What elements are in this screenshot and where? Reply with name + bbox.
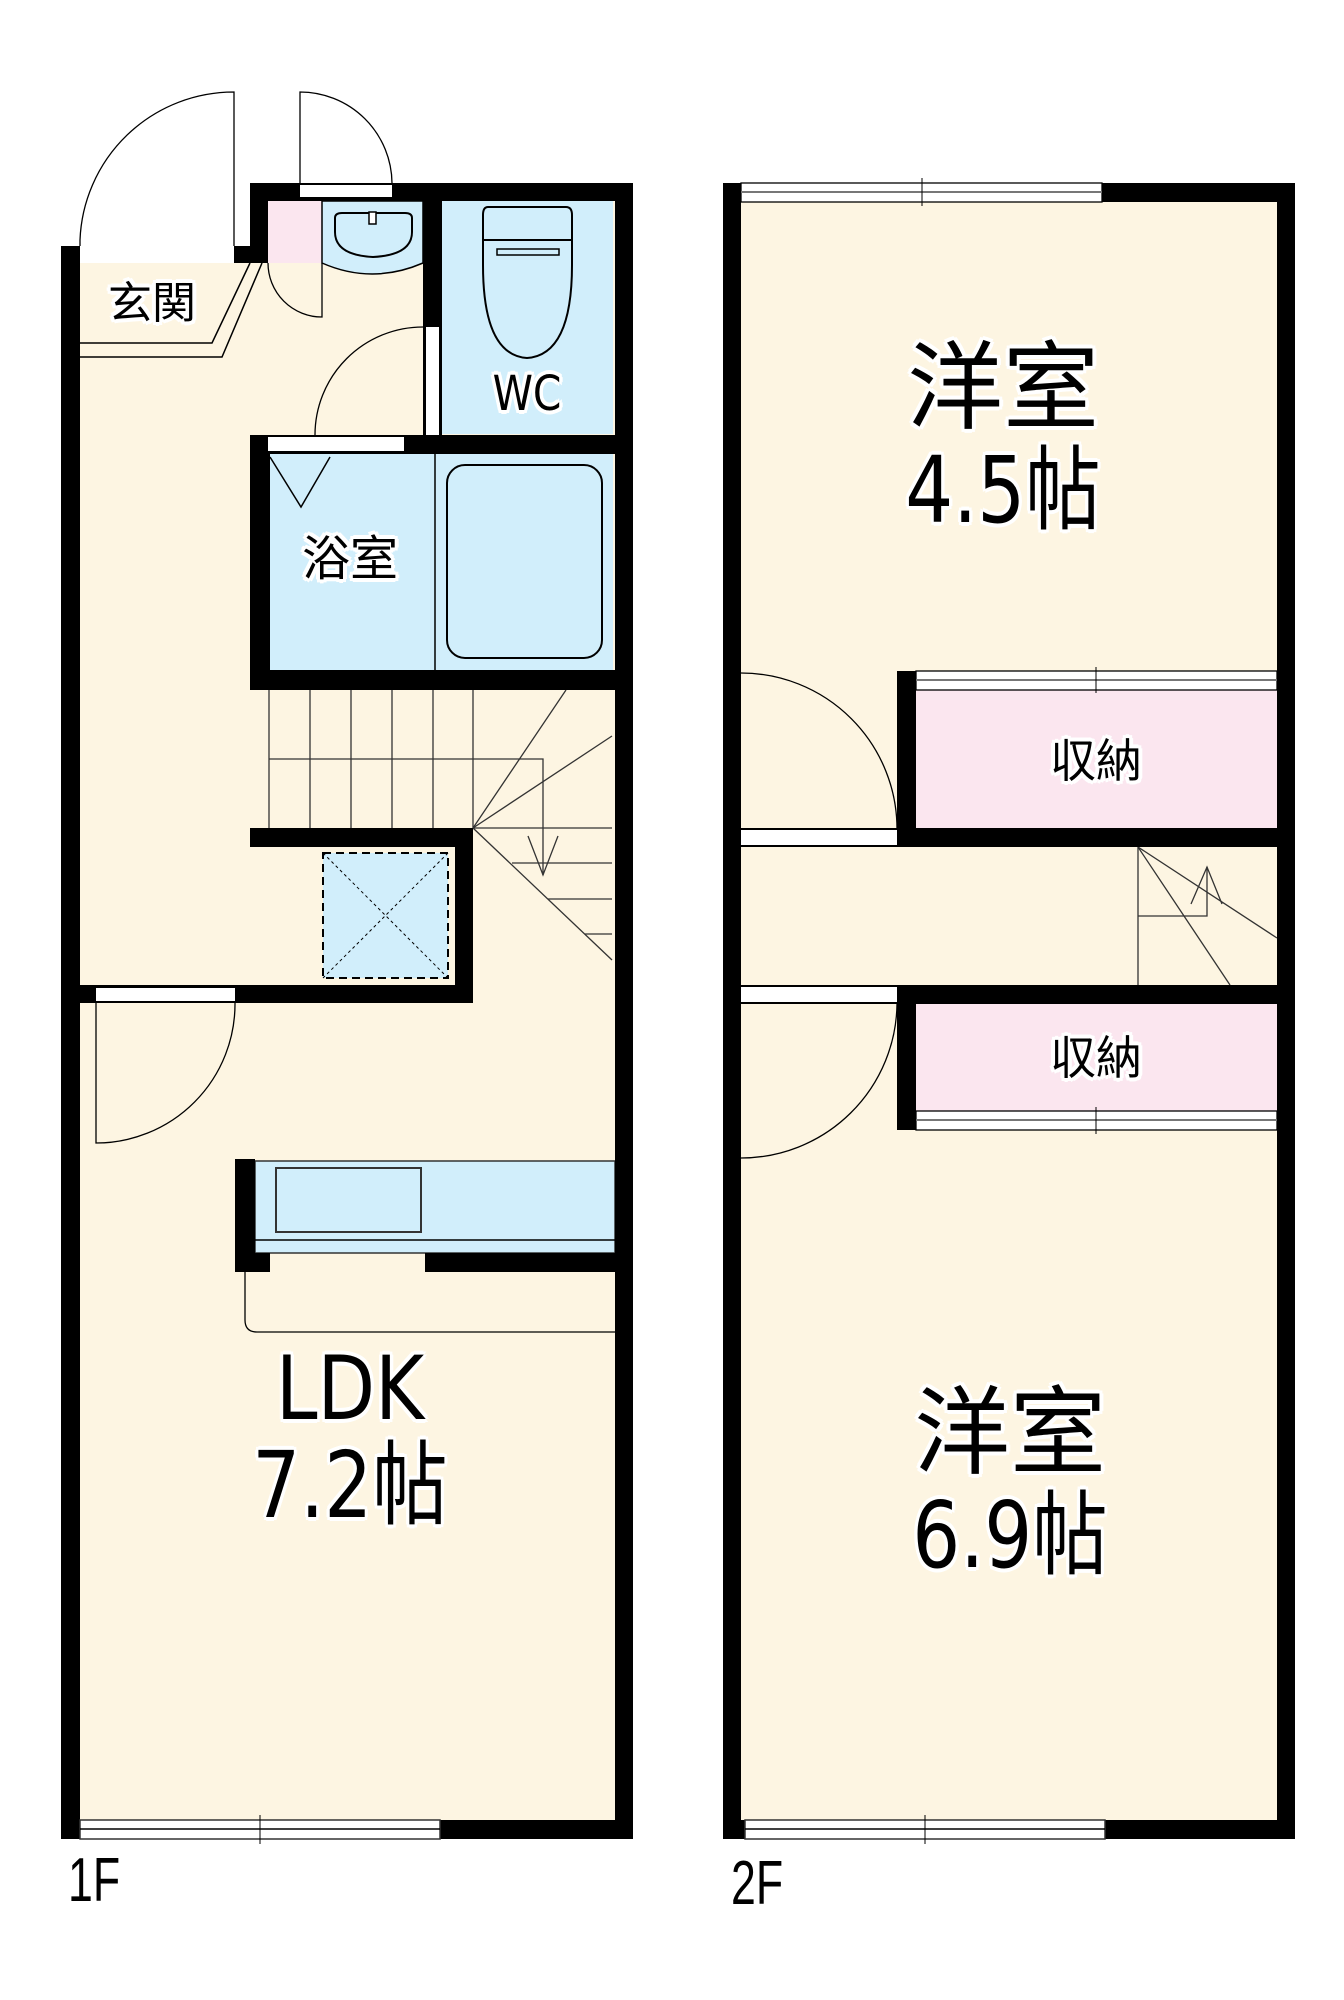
room-label-closet-2: 収納 (1050, 1031, 1142, 1085)
floor-label-2f: 2F (731, 1849, 784, 1918)
toilet-icon (482, 206, 573, 241)
room-label-western-2: 洋室 (914, 1377, 1106, 1489)
bathtub-icon (446, 464, 603, 659)
room1-door-icon (740, 672, 898, 830)
kitchen-floor-outline (244, 1272, 615, 1333)
wc-door-icon (314, 326, 424, 436)
floor-2f-plan (723, 178, 1295, 1844)
room2-door-icon (740, 1003, 898, 1159)
entrance-door-right-icon (299, 91, 393, 184)
wash-basin-icon (334, 212, 413, 259)
bath-door-fold-icon (269, 456, 331, 509)
closet-1-fill (916, 690, 1277, 828)
openings-1f (80, 185, 439, 1001)
toilet-tank-lid (496, 248, 560, 256)
floor-label-1f: 1F (68, 1846, 121, 1915)
window-2f-north (740, 178, 1103, 206)
window-2f-south (744, 1815, 1106, 1844)
room-label-closet-1: 収納 (1050, 734, 1142, 788)
ldk-door-icon (95, 1002, 236, 1144)
room-label-genkan: 玄関 (108, 278, 196, 329)
faucet-icon (368, 211, 377, 225)
window-1f-south (79, 1815, 441, 1844)
closet-2-fill (916, 1004, 1277, 1112)
entrance-door-left-icon (79, 91, 235, 246)
walls-2f (723, 183, 1295, 1839)
shoe-cabinet (268, 201, 322, 263)
wash-door-icon (267, 262, 323, 318)
stairs-2f-icon (1137, 846, 1278, 986)
genkan-step-line (80, 262, 251, 344)
room-size-ldk: 7.2帖 (252, 1432, 448, 1539)
stairs-1f-icon (268, 689, 613, 961)
room-size-western-1: 4.5帖 (905, 437, 1101, 544)
closet-2-sliding-door (915, 1107, 1278, 1134)
toilet-bowl-icon (482, 239, 573, 360)
room-label-bath: 浴室 (301, 531, 398, 587)
sink-icon (275, 1167, 422, 1233)
closet-1-sliding-door (915, 667, 1278, 693)
room-label-ldk: LDK (275, 1337, 425, 1440)
room-label-western-1: 洋室 (907, 332, 1099, 444)
room-size-western-2: 6.9帖 (912, 1482, 1108, 1589)
genkan-step-line (80, 262, 263, 358)
under-stair-storage (322, 852, 449, 979)
openings-2f (741, 830, 897, 1002)
room-label-wc: WC (492, 366, 562, 422)
floor-1f-plan (61, 91, 633, 1844)
